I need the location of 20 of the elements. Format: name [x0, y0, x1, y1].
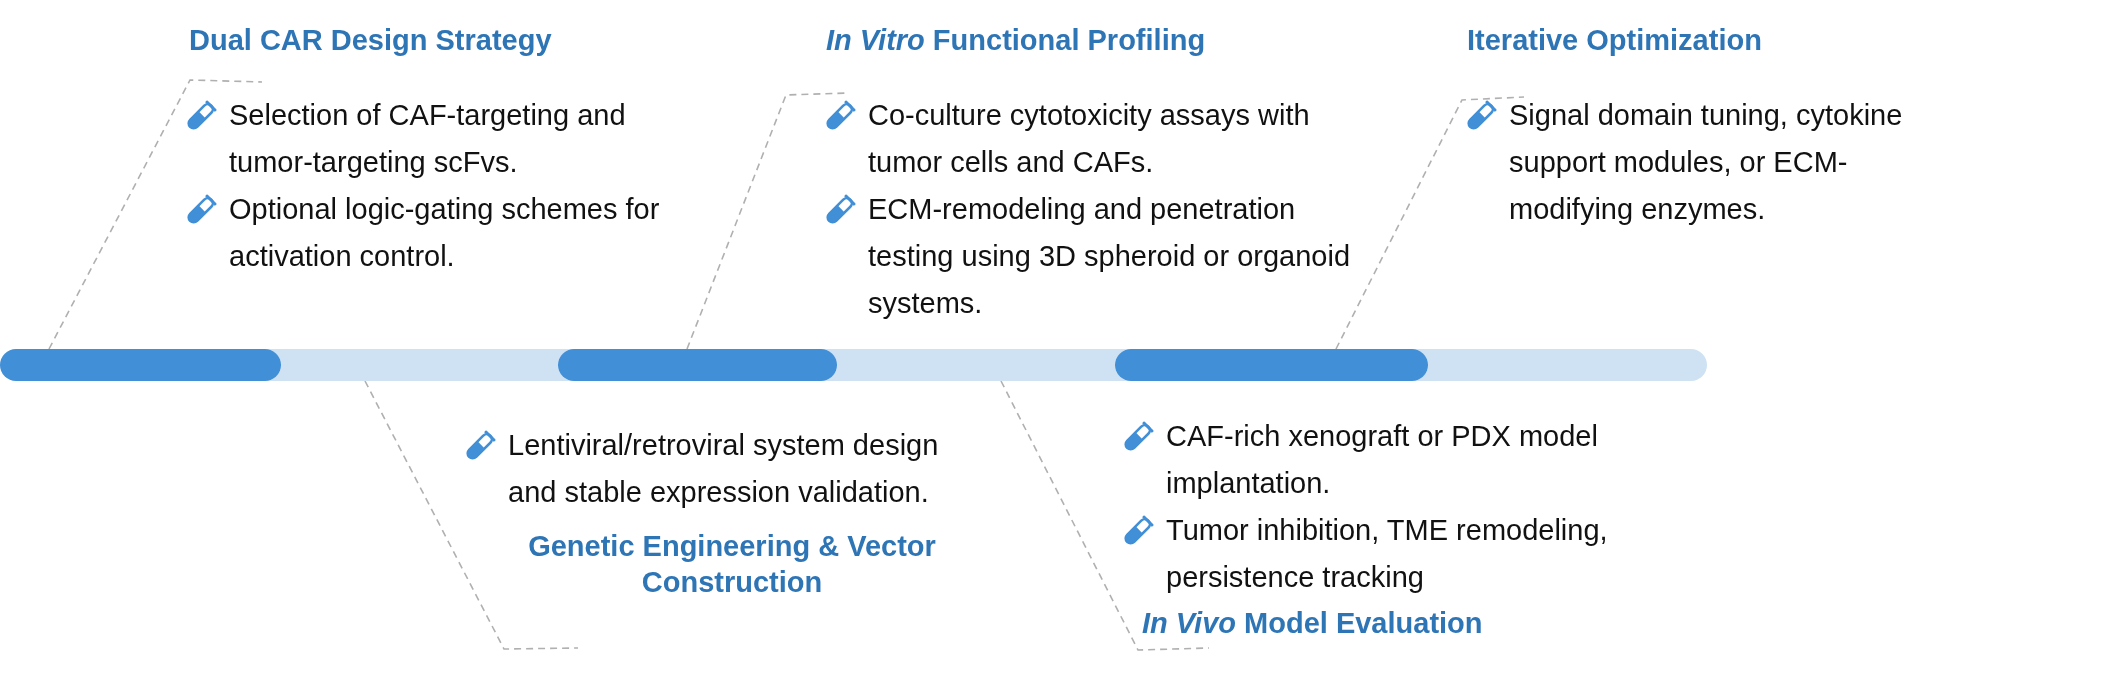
- timeline-segment: [558, 349, 837, 381]
- stage-heading: Dual CAR Design Strategy: [189, 23, 553, 58]
- bullet-text: ECM-remodeling and penetration testing using 3D spheroid or organoid systems.: [868, 192, 1352, 321]
- timeline-segment: [1115, 349, 1428, 381]
- stage-heading: In Vitro Functional Profiling: [826, 23, 1207, 58]
- bullet-text: Lentiviral/retroviral system design and stable expression validation.: [508, 428, 940, 510]
- bullet-text: Tumor inhibition, TME remodeling, persistence tracking: [1166, 513, 1609, 595]
- leader-line: [1000, 380, 1210, 651]
- stage-heading: Genetic Engineering & Vector Construction: [527, 529, 937, 600]
- bullet-text: CAF-rich xenograft or PDX model implantation.: [1166, 419, 1599, 501]
- bullet-text: Co-culture cytotoxicity assays with tumor cells and CAFs.: [868, 98, 1311, 180]
- leader-line: [48, 79, 263, 350]
- leader-line: [364, 380, 579, 650]
- bullet-text: Signal domain tuning, cytokine support modules, or ECM-modifying enzymes.: [1509, 98, 1904, 227]
- timeline-segment: [0, 349, 281, 381]
- bullet-text: Optional logic-gating schemes for activation control.: [229, 192, 661, 274]
- bullet-text: Selection of CAF-targeting and tumor-targeting scFvs.: [229, 98, 627, 180]
- stage-heading: Iterative Optimization: [1467, 23, 1763, 58]
- stage-heading: In Vivo Model Evaluation: [1142, 606, 1484, 641]
- leader-line: [1335, 96, 1525, 350]
